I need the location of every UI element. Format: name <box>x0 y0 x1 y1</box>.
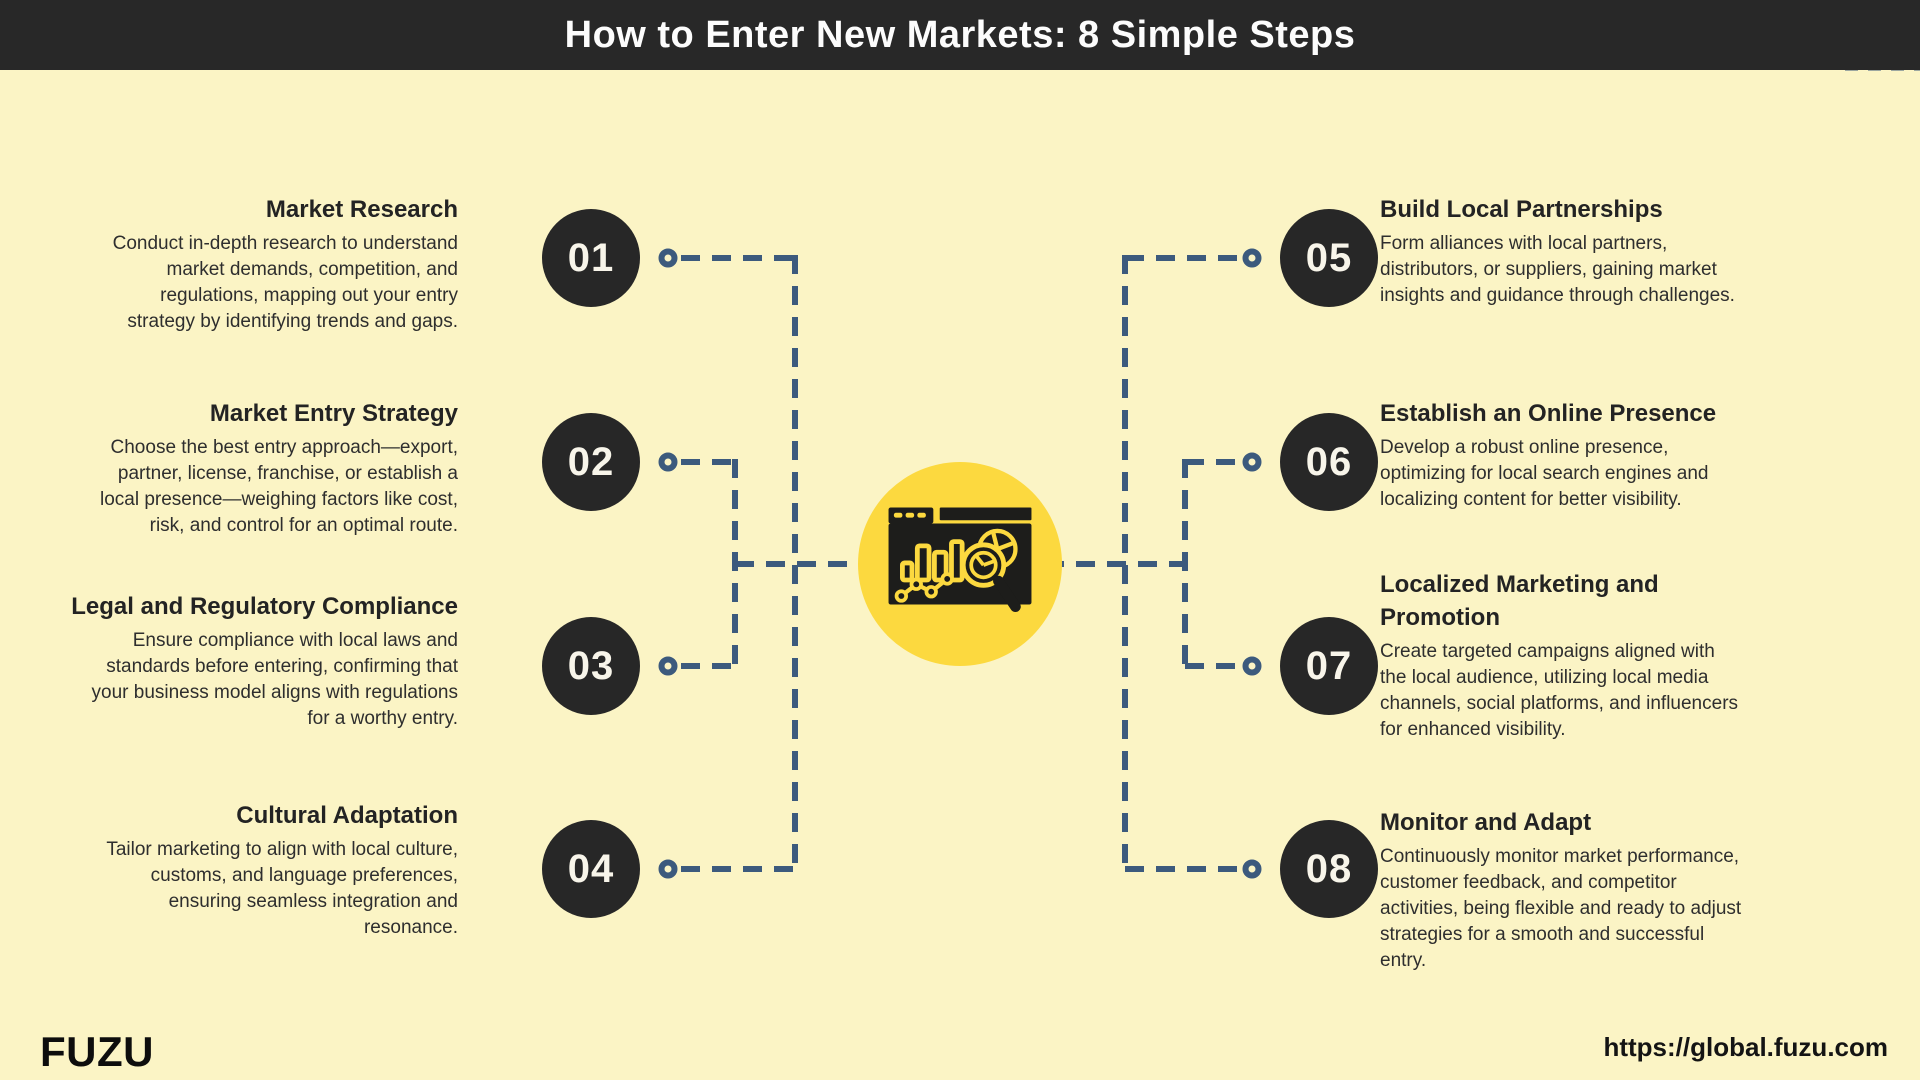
step-6: Establish an Online Presence Develop a r… <box>1380 397 1860 513</box>
step-8-description: Continuously monitor market performance,… <box>1380 846 1742 971</box>
step-7-title: Localized Marketing and Promotion <box>1380 571 1659 631</box>
step-5-number-badge: 05 <box>1280 209 1378 307</box>
fuzu-logo: FUZU <box>40 1028 154 1075</box>
step-1-number-badge: 01 <box>542 209 640 307</box>
step-3-description: Ensure compliance with local laws and st… <box>91 630 458 729</box>
step-2-description: Choose the best entry approach—export, p… <box>99 437 458 536</box>
step-7-description: Create targeted campaigns aligned with t… <box>1380 641 1739 740</box>
step-2-title: Market Entry Strategy <box>209 400 458 427</box>
step-6-number-badge: 06 <box>1280 413 1378 511</box>
step-5-description: Form alliances with local partners, dist… <box>1380 233 1735 306</box>
step-1: Market Research Conduct in-depth researc… <box>8 193 458 335</box>
step-4-number-badge: 04 <box>542 820 640 918</box>
step-2: Market Entry Strategy Choose the best en… <box>8 397 458 539</box>
center-hub <box>858 462 1062 666</box>
step-3: Legal and Regulatory Compliance Ensure c… <box>8 590 458 732</box>
step-3-title: Legal and Regulatory Compliance <box>71 593 458 620</box>
step-7: Localized Marketing and Promotion Create… <box>1380 568 1860 743</box>
step-4: Cultural Adaptation Tailor marketing to … <box>8 799 458 941</box>
step-8-number-badge: 08 <box>1280 820 1378 918</box>
market-analytics-icon <box>888 507 1032 612</box>
step-3-number-badge: 03 <box>542 617 640 715</box>
step-8-title: Monitor and Adapt <box>1380 809 1592 836</box>
step-4-title: Cultural Adaptation <box>236 802 458 829</box>
step-6-description: Develop a robust online presence, optimi… <box>1380 437 1709 510</box>
footer-url: https://global.fuzu.com <box>1603 1032 1888 1062</box>
step-1-title: Market Research <box>265 196 458 223</box>
step-4-description: Tailor marketing to align with local cul… <box>106 839 458 938</box>
step-7-number-badge: 07 <box>1280 617 1378 715</box>
header-bar: How to Enter New Markets: 8 Simple Steps <box>0 0 1920 70</box>
step-1-description: Conduct in-depth research to understand … <box>112 233 458 332</box>
step-5-title: Build Local Partnerships <box>1380 196 1663 223</box>
connector-nodes <box>658 248 1262 879</box>
page-title: How to Enter New Markets: 8 Simple Steps <box>564 13 1356 56</box>
step-5: Build Local Partnerships Form alliances … <box>1380 193 1860 309</box>
step-8: Monitor and Adapt Continuously monitor m… <box>1380 806 1860 974</box>
step-6-title: Establish an Online Presence <box>1380 400 1717 427</box>
step-2-number-badge: 02 <box>542 413 640 511</box>
